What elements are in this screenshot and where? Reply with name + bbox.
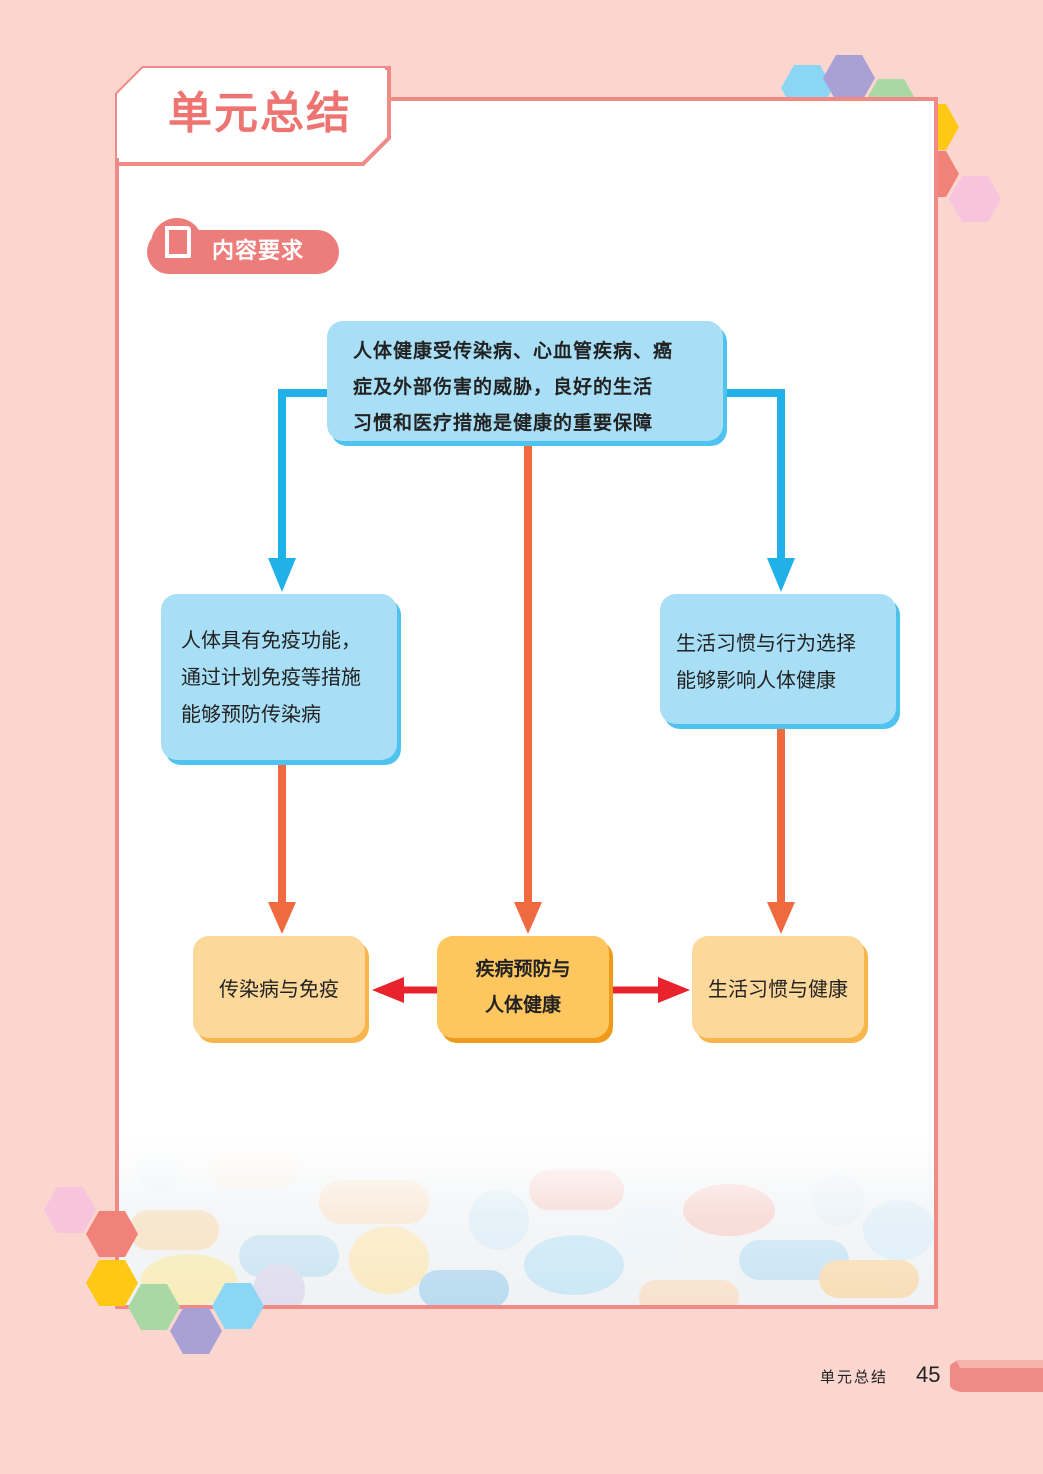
unit-topic-box: 疾病预防与 人体健康 (437, 936, 609, 1038)
arrowhead-red-right (658, 977, 690, 1003)
page-number: 45 (916, 1362, 941, 1387)
immunity-concept-box: 人体具有免疫功能， 通过计划免疫等措施 能够预防传染病 (161, 594, 397, 760)
arrowhead-orange-left (268, 902, 296, 934)
hexagon-yellow (86, 1260, 138, 1306)
top-box-line: 症及外部伤害的威胁，良好的生活 (353, 376, 654, 398)
topic-label: 传染病与免疫 (219, 976, 339, 1001)
hexagon-purple (170, 1308, 222, 1354)
topic-label: 生活习惯与健康 (708, 976, 848, 1001)
unit-topic-line: 人体健康 (484, 994, 561, 1016)
left-box-line: 能够预防传染病 (181, 702, 321, 726)
left-box-line: 人体具有免疫功能， (181, 628, 361, 652)
left-box-line: 通过计划免疫等措施 (181, 665, 361, 689)
top-concept-box: 人体健康受传染病、心血管疾病、癌 症及外部伤害的威胁，良好的生活 习惯和医疗措施… (327, 321, 723, 441)
footer-tab (950, 1360, 1043, 1392)
hexagon-green (128, 1284, 180, 1330)
arrow-top-to-left (278, 389, 330, 560)
hexagon-purple (823, 55, 875, 101)
habits-health-topic-box: 生活习惯与健康 (692, 936, 864, 1038)
section-label: 内容要求 (212, 239, 305, 264)
hexagon-red (86, 1211, 138, 1257)
pill-background-image (119, 1140, 934, 1305)
arrowhead-blue-left (268, 558, 296, 592)
right-box-line: 生活习惯与行为选择 (676, 631, 856, 655)
habits-concept-box: 生活习惯与行为选择 能够影响人体健康 (660, 594, 896, 724)
footer-label: 单元总结 (820, 1368, 889, 1386)
arrowhead-orange-right (767, 902, 795, 934)
flowchart-connectors (268, 389, 795, 1003)
arrowhead-red-left (372, 977, 404, 1003)
unit-topic-line: 疾病预防与 (475, 958, 571, 980)
decorative-hexagons-bottom (44, 1187, 264, 1354)
page-title: 单元总结 (168, 88, 352, 139)
title-tag (115, 66, 391, 166)
book-icon (151, 218, 203, 270)
infectious-disease-topic-box: 传染病与免疫 (193, 936, 365, 1038)
right-box-line: 能够影响人体健康 (676, 668, 836, 692)
arrowhead-blue-right (767, 558, 795, 592)
top-box-line: 人体健康受传染病、心血管疾病、癌 (353, 340, 674, 362)
arrow-top-to-right (722, 389, 785, 560)
hexagon-pink (949, 176, 1001, 222)
arrowhead-orange-center (514, 902, 542, 934)
top-box-line: 习惯和医疗措施是健康的重要保障 (353, 412, 654, 434)
hexagon-blue (212, 1283, 264, 1329)
hexagon-pink (44, 1187, 96, 1233)
